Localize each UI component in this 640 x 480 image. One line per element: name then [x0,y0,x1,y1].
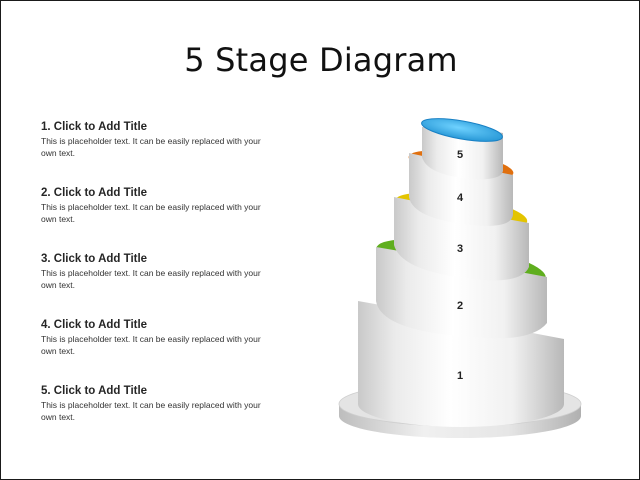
item-title[interactable]: 3. Click to Add Title [41,253,148,265]
list-item: 2. Click to Add Title This is placeholde… [41,186,271,252]
item-text[interactable]: This is placeholder text. It can be easi… [41,268,261,290]
stage-label-4: 4 [457,192,464,204]
tier-5-cap [421,118,503,142]
stage-label-1: 1 [457,370,463,382]
slide-title[interactable]: 5 Stage Diagram [184,41,458,79]
list-item: 3. Click to Add Title This is placeholde… [41,252,271,318]
item-text[interactable]: This is placeholder text. It can be easi… [41,400,261,422]
list-item: 1. Click to Add Title This is placeholde… [41,120,271,186]
item-title[interactable]: 1. Click to Add Title [41,121,148,133]
stage-label-2: 2 [457,300,463,312]
item-title[interactable]: 5. Click to Add Title [41,385,148,397]
stage-tier-5[interactable]: 5 [420,114,504,180]
list-item: 5. Click to Add Title This is placeholde… [41,384,271,450]
item-title[interactable]: 4. Click to Add Title [41,319,148,331]
list-item: 4. Click to Add Title This is placeholde… [41,318,271,384]
stage-description-list: 1. Click to Add Title This is placeholde… [41,120,271,450]
stage-label-3: 3 [457,243,463,255]
stage-label-5: 5 [457,149,463,161]
item-title[interactable]: 2. Click to Add Title [41,187,148,199]
item-text[interactable]: This is placeholder text. It can be easi… [41,136,261,158]
item-text[interactable]: This is placeholder text. It can be easi… [41,202,261,224]
item-text[interactable]: This is placeholder text. It can be easi… [41,334,261,356]
